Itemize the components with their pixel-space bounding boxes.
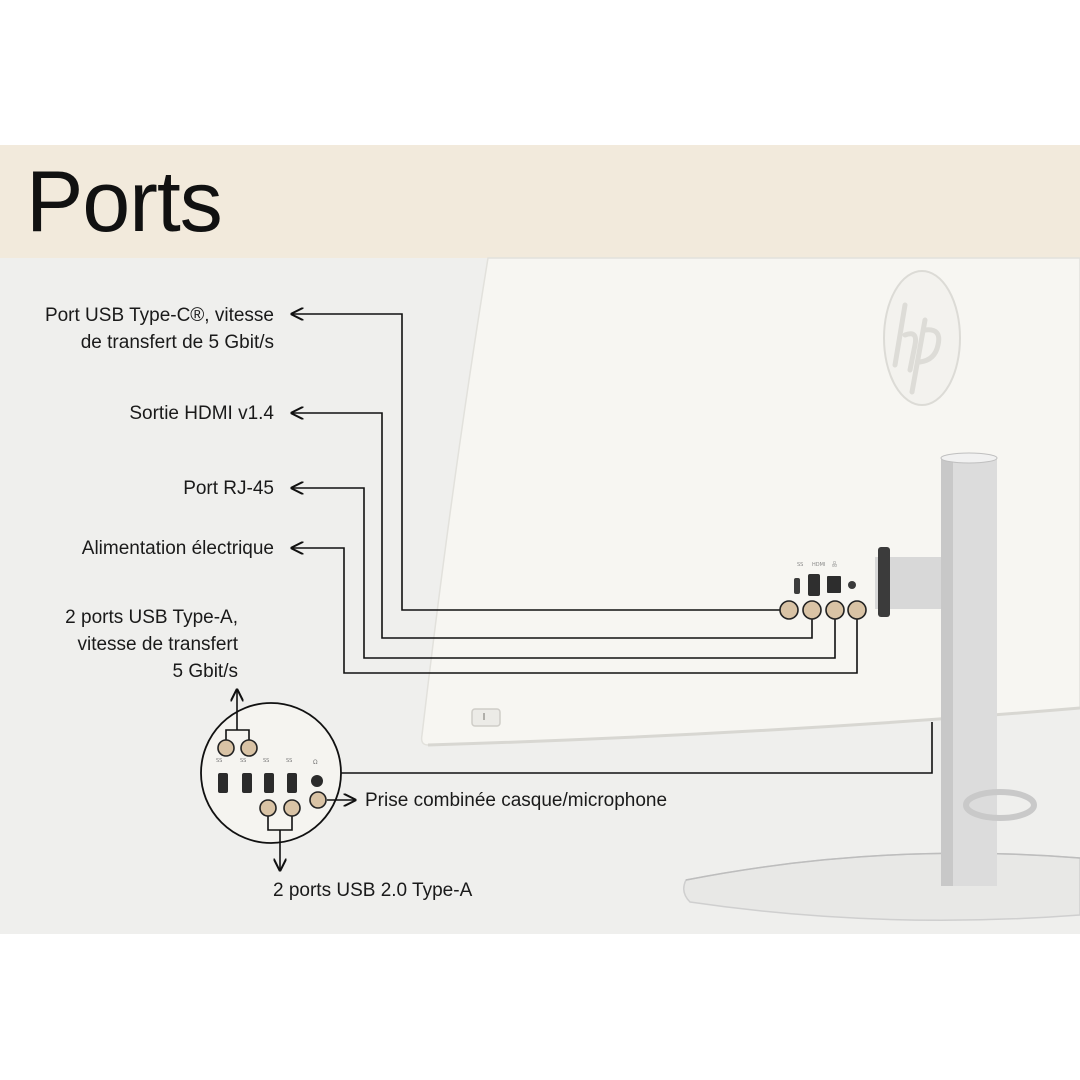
svg-text:SS: SS	[263, 758, 269, 764]
callout-usb-c-line-1: Port USB Type-C®, vitesse	[44, 305, 274, 326]
side-ports-zoom: SS SS SS SS Ω	[200, 690, 355, 870]
marker-usb2-2	[283, 799, 301, 817]
svg-text:SS: SS	[240, 758, 246, 764]
leader-rj45	[292, 488, 836, 659]
power-button-icon	[471, 708, 501, 727]
callout-usb-a-line-2: vitesse de transfert	[77, 634, 238, 655]
svg-text:HDMI: HDMI	[812, 562, 825, 568]
port-markers	[779, 600, 867, 620]
rear-port-panel: SS HDMI 品	[794, 562, 856, 596]
leader-lines	[292, 314, 933, 774]
svg-text:SS: SS	[216, 758, 222, 764]
callout-power: Alimentation électrique	[81, 538, 274, 559]
svg-text:Ω: Ω	[313, 759, 318, 766]
callout-usb-c-line-2: de transfert de 5 Gbit/s	[80, 332, 274, 353]
marker-usb-a-1	[217, 739, 235, 757]
marker-rj45	[825, 600, 845, 620]
marker-usb2-1	[259, 799, 277, 817]
marker-audio	[309, 791, 327, 809]
marker-usb-c	[779, 600, 799, 620]
svg-text:品: 品	[832, 562, 837, 568]
callout-usb-a-line-1: 2 ports USB Type-A,	[65, 607, 238, 628]
monitor-stand	[683, 452, 1080, 921]
callout-usb2: 2 ports USB 2.0 Type-A	[273, 880, 473, 901]
svg-text:SS: SS	[286, 758, 292, 764]
marker-power	[847, 600, 867, 620]
callout-usb-a: 2 ports USB Type-A, vitesse de transfert…	[65, 604, 238, 685]
callout-hdmi: Sortie HDMI v1.4	[129, 403, 274, 424]
callout-usb-c: Port USB Type-C®, vitesse de transfert d…	[45, 302, 274, 356]
page-title: Ports	[26, 154, 223, 250]
leader-zoom	[339, 722, 933, 774]
callout-usb-a-line-3: 5 Gbit/s	[172, 661, 238, 682]
callout-rj45: Port RJ-45	[183, 478, 274, 499]
leader-power	[292, 548, 858, 674]
marker-usb-a-2	[240, 739, 258, 757]
hp-logo-icon	[883, 270, 961, 406]
leader-hdmi	[292, 413, 813, 639]
callout-audio: Prise combinée casque/microphone	[365, 790, 668, 811]
leader-usb-c	[292, 314, 789, 611]
marker-hdmi	[802, 600, 822, 620]
svg-text:SS: SS	[797, 562, 803, 568]
header-band	[0, 145, 1080, 258]
